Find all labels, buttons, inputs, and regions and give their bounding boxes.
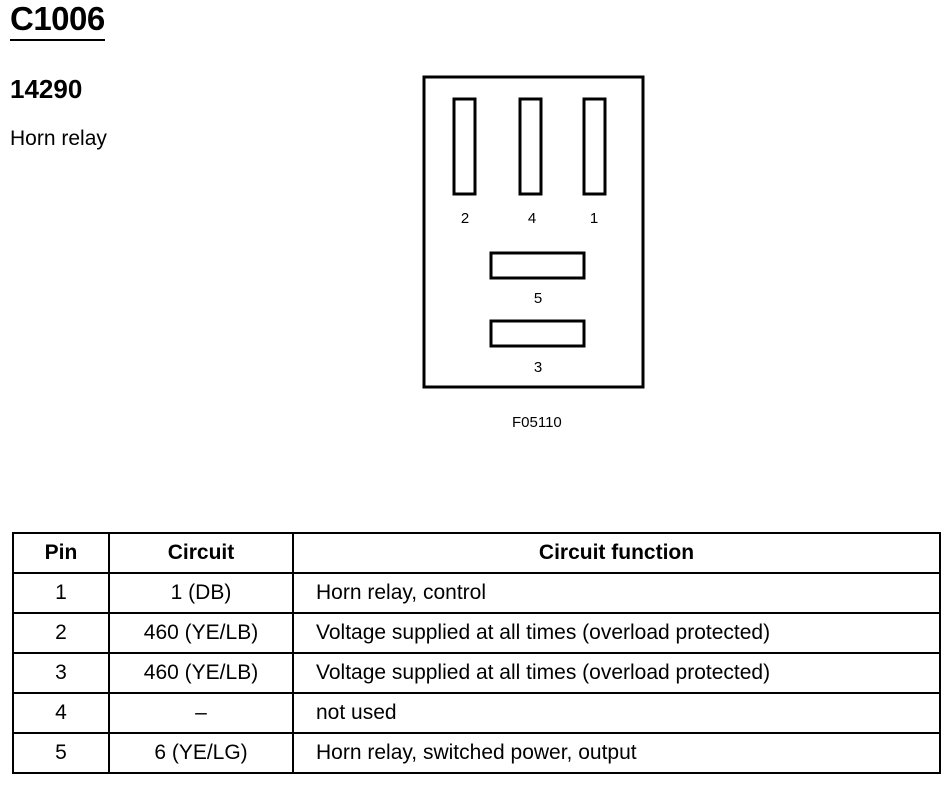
cell-circuit: –	[108, 692, 294, 734]
cell-pin: 1	[12, 572, 110, 614]
connector-diagram: 2 4 1 5 3	[422, 75, 645, 389]
cell-pin: 3	[12, 652, 110, 694]
pin-label-5: 5	[534, 290, 542, 307]
part-number: 14290	[10, 74, 83, 104]
cell-function: Horn relay, switched power, output	[292, 732, 941, 774]
table-header-row: Pin Circuit Circuit function	[12, 532, 941, 574]
terminal-pin-4	[518, 97, 543, 196]
cell-pin: 2	[12, 612, 110, 654]
cell-pin: 4	[12, 692, 110, 734]
pin-label-3: 3	[534, 359, 542, 376]
cell-function: Horn relay, control	[292, 572, 941, 614]
connector-id: C1006	[10, 1, 105, 41]
cell-function: not used	[292, 692, 941, 734]
pin-label-1: 1	[590, 210, 598, 227]
figure-code: F05110	[512, 414, 562, 431]
terminal-pin-3	[489, 319, 586, 348]
table-row: 1 1 (DB) Horn relay, control	[12, 572, 941, 614]
terminal-pin-5	[489, 251, 586, 280]
header-circuit-function: Circuit function	[292, 532, 941, 574]
table-row: 2 460 (YE/LB) Voltage supplied at all ti…	[12, 612, 941, 654]
component-name: Horn relay	[10, 127, 107, 150]
terminal-pin-1	[582, 97, 607, 196]
pin-label-2: 2	[461, 210, 469, 227]
connector-outline	[422, 75, 645, 389]
header-pin: Pin	[12, 532, 110, 574]
cell-function: Voltage supplied at all times (overload …	[292, 652, 941, 694]
header-circuit: Circuit	[108, 532, 294, 574]
table-row: 3 460 (YE/LB) Voltage supplied at all ti…	[12, 652, 941, 694]
cell-function: Voltage supplied at all times (overload …	[292, 612, 941, 654]
pin-label-4: 4	[528, 210, 536, 227]
cell-pin: 5	[12, 732, 110, 774]
table-row: 4 – not used	[12, 692, 941, 734]
cell-circuit: 1 (DB)	[108, 572, 294, 614]
cell-circuit: 460 (YE/LB)	[108, 652, 294, 694]
cell-circuit: 460 (YE/LB)	[108, 612, 294, 654]
terminal-pin-2	[452, 97, 477, 196]
table-row: 5 6 (YE/LG) Horn relay, switched power, …	[12, 732, 941, 774]
pin-table: Pin Circuit Circuit function 1 1 (DB) Ho…	[12, 532, 941, 774]
cell-circuit: 6 (YE/LG)	[108, 732, 294, 774]
